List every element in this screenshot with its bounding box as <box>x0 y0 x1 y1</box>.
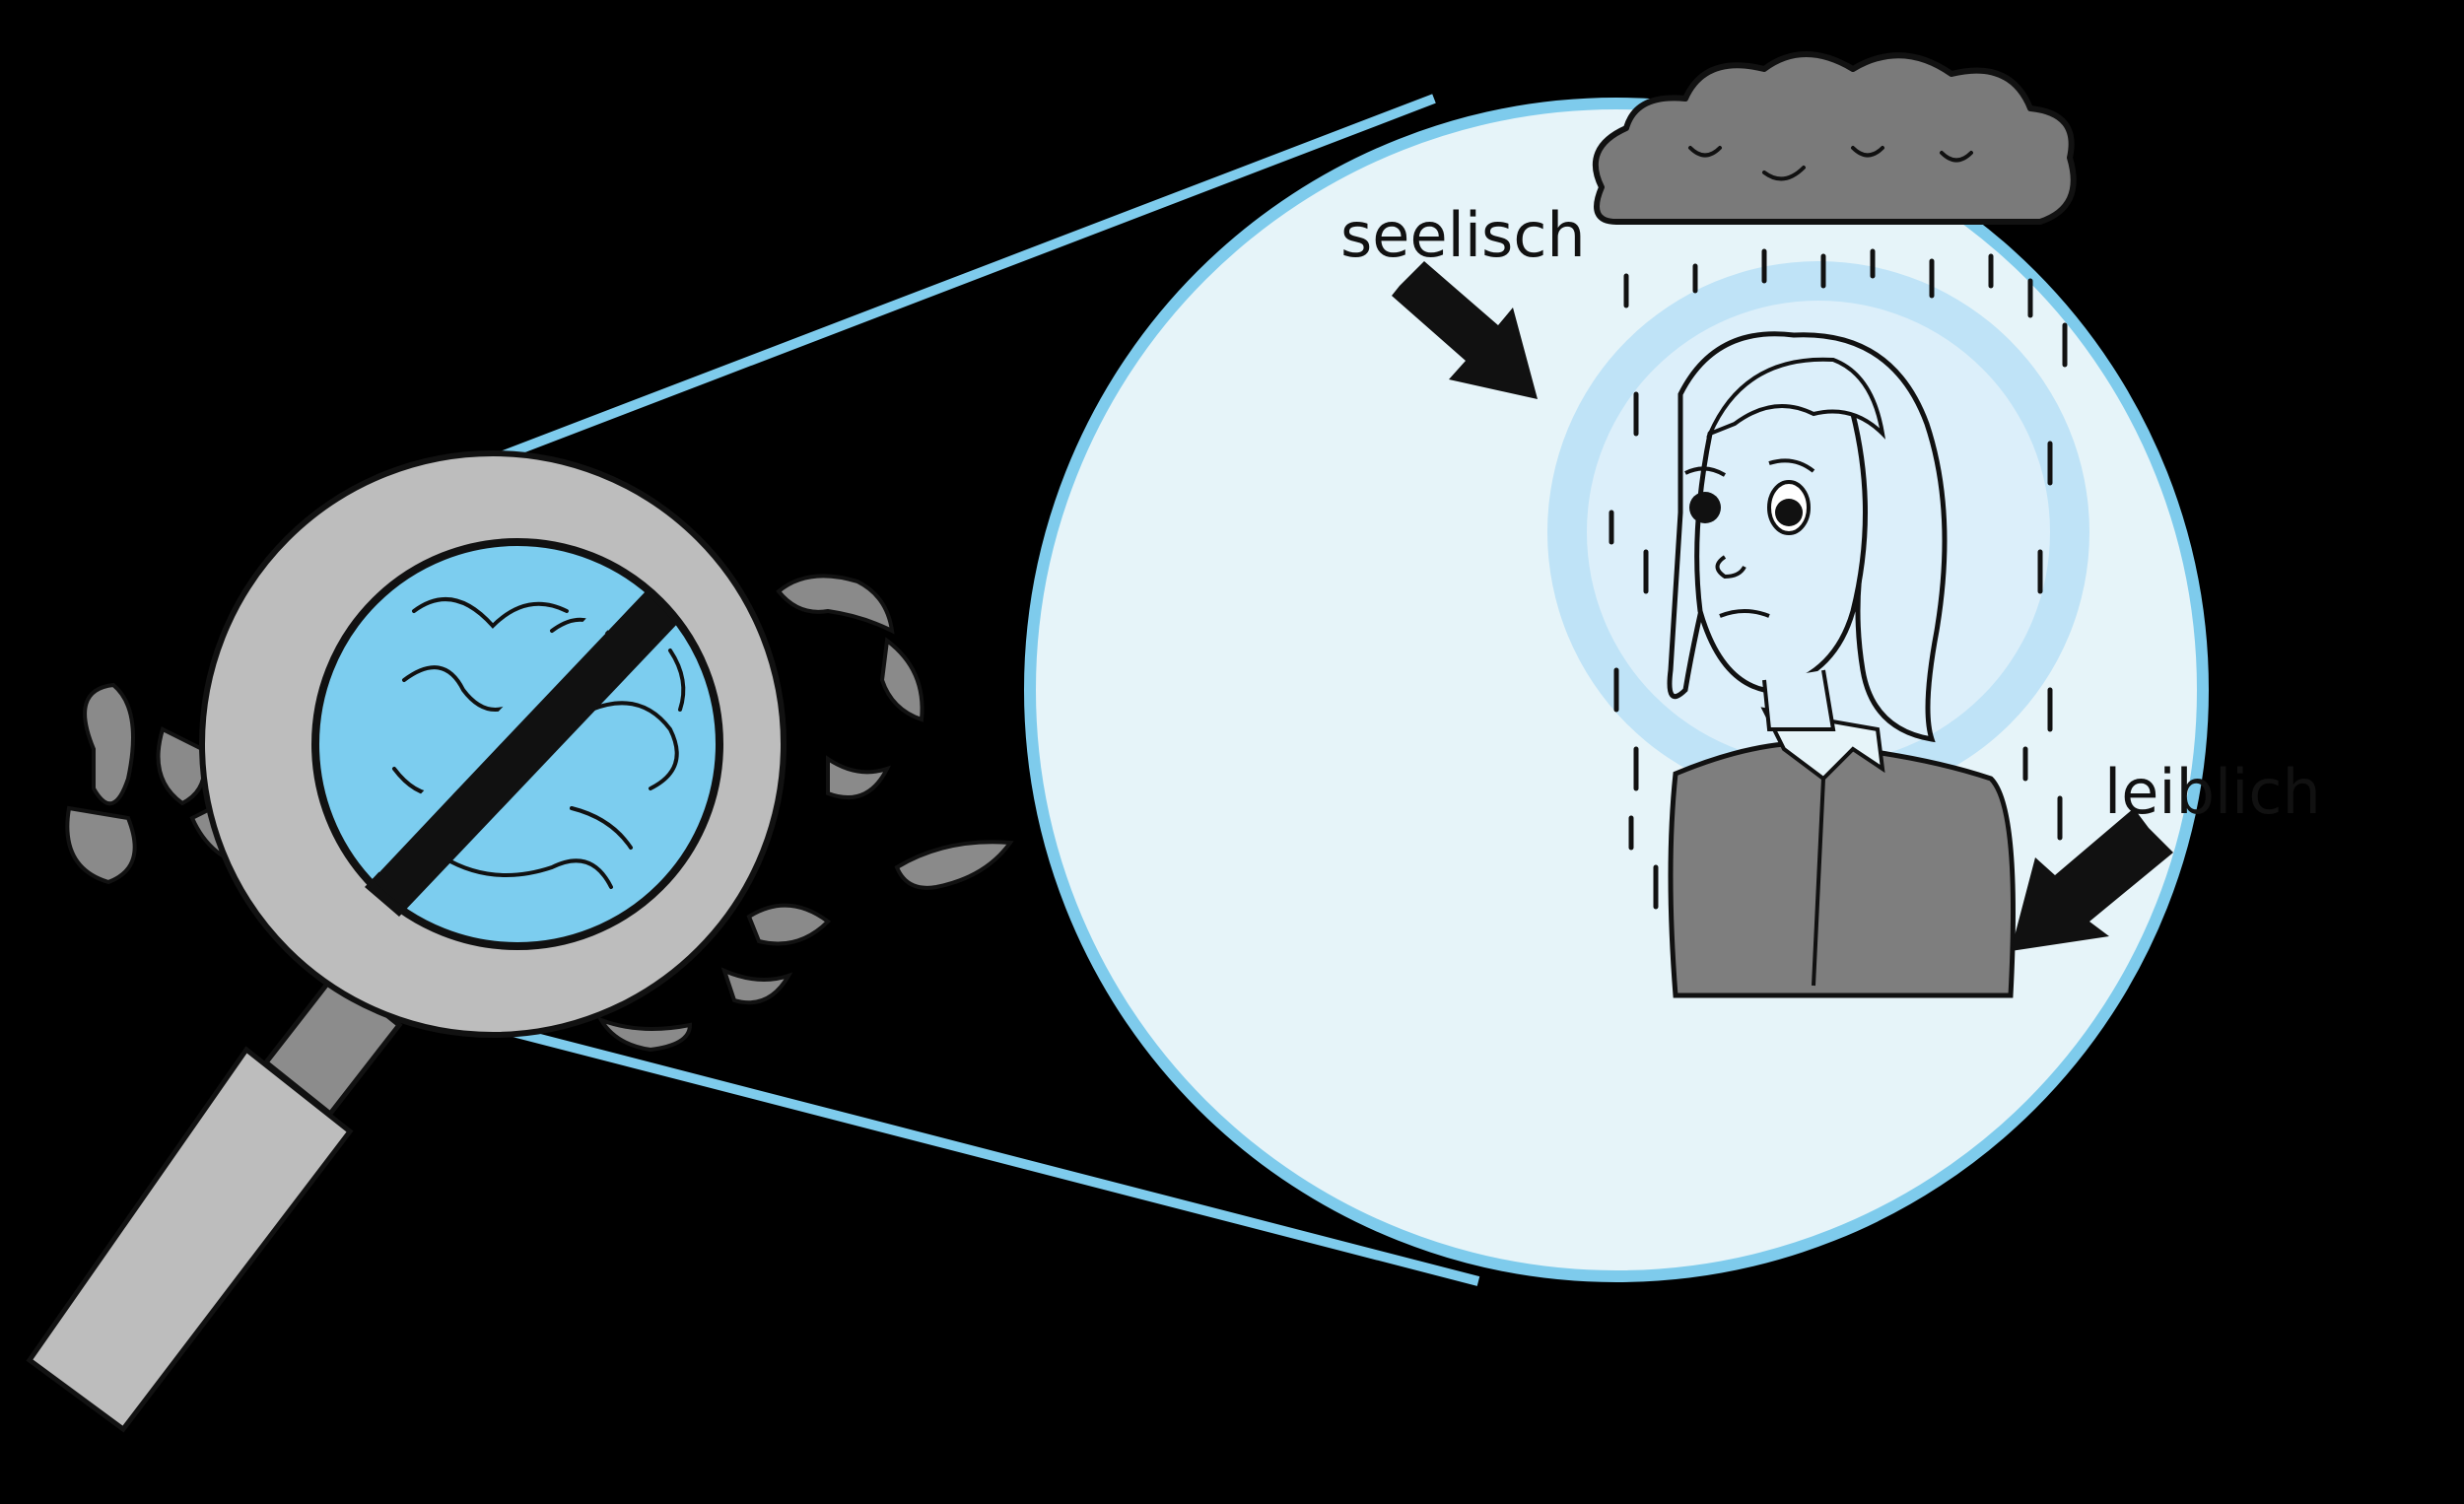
zoom-connectors <box>481 94 1480 1286</box>
prohibition-sign-icon <box>363 581 680 917</box>
rain-drops <box>1608 248 2068 910</box>
connector-top <box>481 94 1436 468</box>
arrow-icon-body <box>2011 808 2173 951</box>
label-mind: seelisch <box>1340 199 1586 271</box>
magnifying-glass-icon <box>26 450 787 1433</box>
label-body: leiblich <box>2104 756 2321 828</box>
sad-person-icon <box>1667 331 2016 998</box>
arrow-icon-mind <box>1392 261 1538 399</box>
connector-bottom <box>496 1023 1480 1286</box>
rain-cloud-icon <box>1592 51 2077 910</box>
